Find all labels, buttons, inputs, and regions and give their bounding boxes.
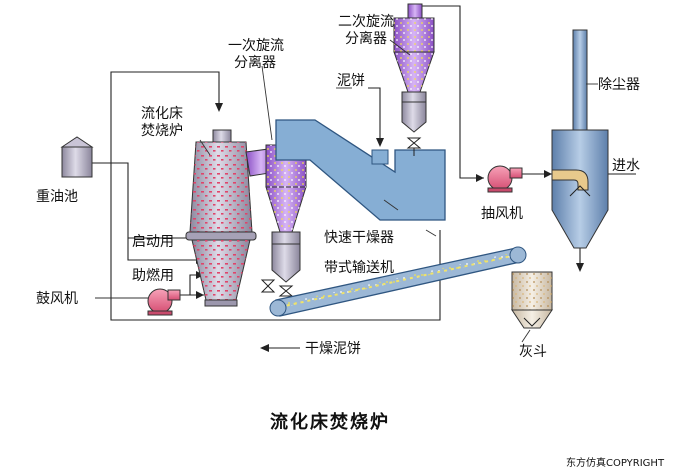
- label-mud-cake: 泥饼: [337, 73, 365, 89]
- label-belt-conveyor: 带式输送机: [324, 260, 394, 276]
- piping: [92, 5, 636, 349]
- belt-conveyor: [260, 246, 527, 317]
- label-primary-cyclone-1: 一次旋流: [228, 38, 284, 54]
- dust-remover: [551, 29, 609, 249]
- label-primary-cyclone-2: 分离器: [234, 54, 276, 71]
- copyright-text: 东方仿真COPYRIGHT: [566, 456, 665, 469]
- diagram-caption: 流化床焚烧炉: [270, 411, 390, 433]
- label-dust-remover: 除尘器: [598, 77, 640, 93]
- exhaust-fan: [487, 165, 523, 193]
- label-inlet-water: 进水: [612, 158, 640, 174]
- label-furnace-1: 流化床: [141, 106, 183, 122]
- labels: 二次旋流 分离器 一次旋流 分离器 流化床 焚烧炉 泥饼 除尘器 重油池 进水 …: [36, 14, 640, 360]
- ash-hopper: [511, 271, 553, 329]
- leader-lines: [95, 39, 598, 343]
- label-exhaust-fan: 抽风机: [481, 206, 523, 222]
- label-fast-dryer: 快速干燥器: [324, 230, 394, 246]
- label-blower: 鼓风机: [36, 291, 78, 307]
- primary-cyclone: [265, 144, 307, 297]
- label-furnace-2: 焚烧炉: [141, 123, 183, 139]
- label-dried-mud-cake: 干燥泥饼: [305, 341, 361, 357]
- label-secondary-cyclone-1: 二次旋流: [338, 14, 394, 30]
- label-heavy-oil-tank: 重油池: [36, 189, 78, 205]
- label-ash-hopper: 灰斗: [519, 344, 547, 360]
- fast-dryer: [275, 119, 446, 221]
- label-combustion-aid: 助燃用: [132, 267, 174, 284]
- label-startup: 启动用: [132, 234, 174, 250]
- heavy-oil-tank: [60, 136, 94, 178]
- secondary-cyclone: [393, 3, 435, 156]
- blower: [147, 288, 181, 316]
- label-secondary-cyclone-2: 分离器: [345, 30, 387, 47]
- fluidized-bed-furnace: [185, 129, 257, 307]
